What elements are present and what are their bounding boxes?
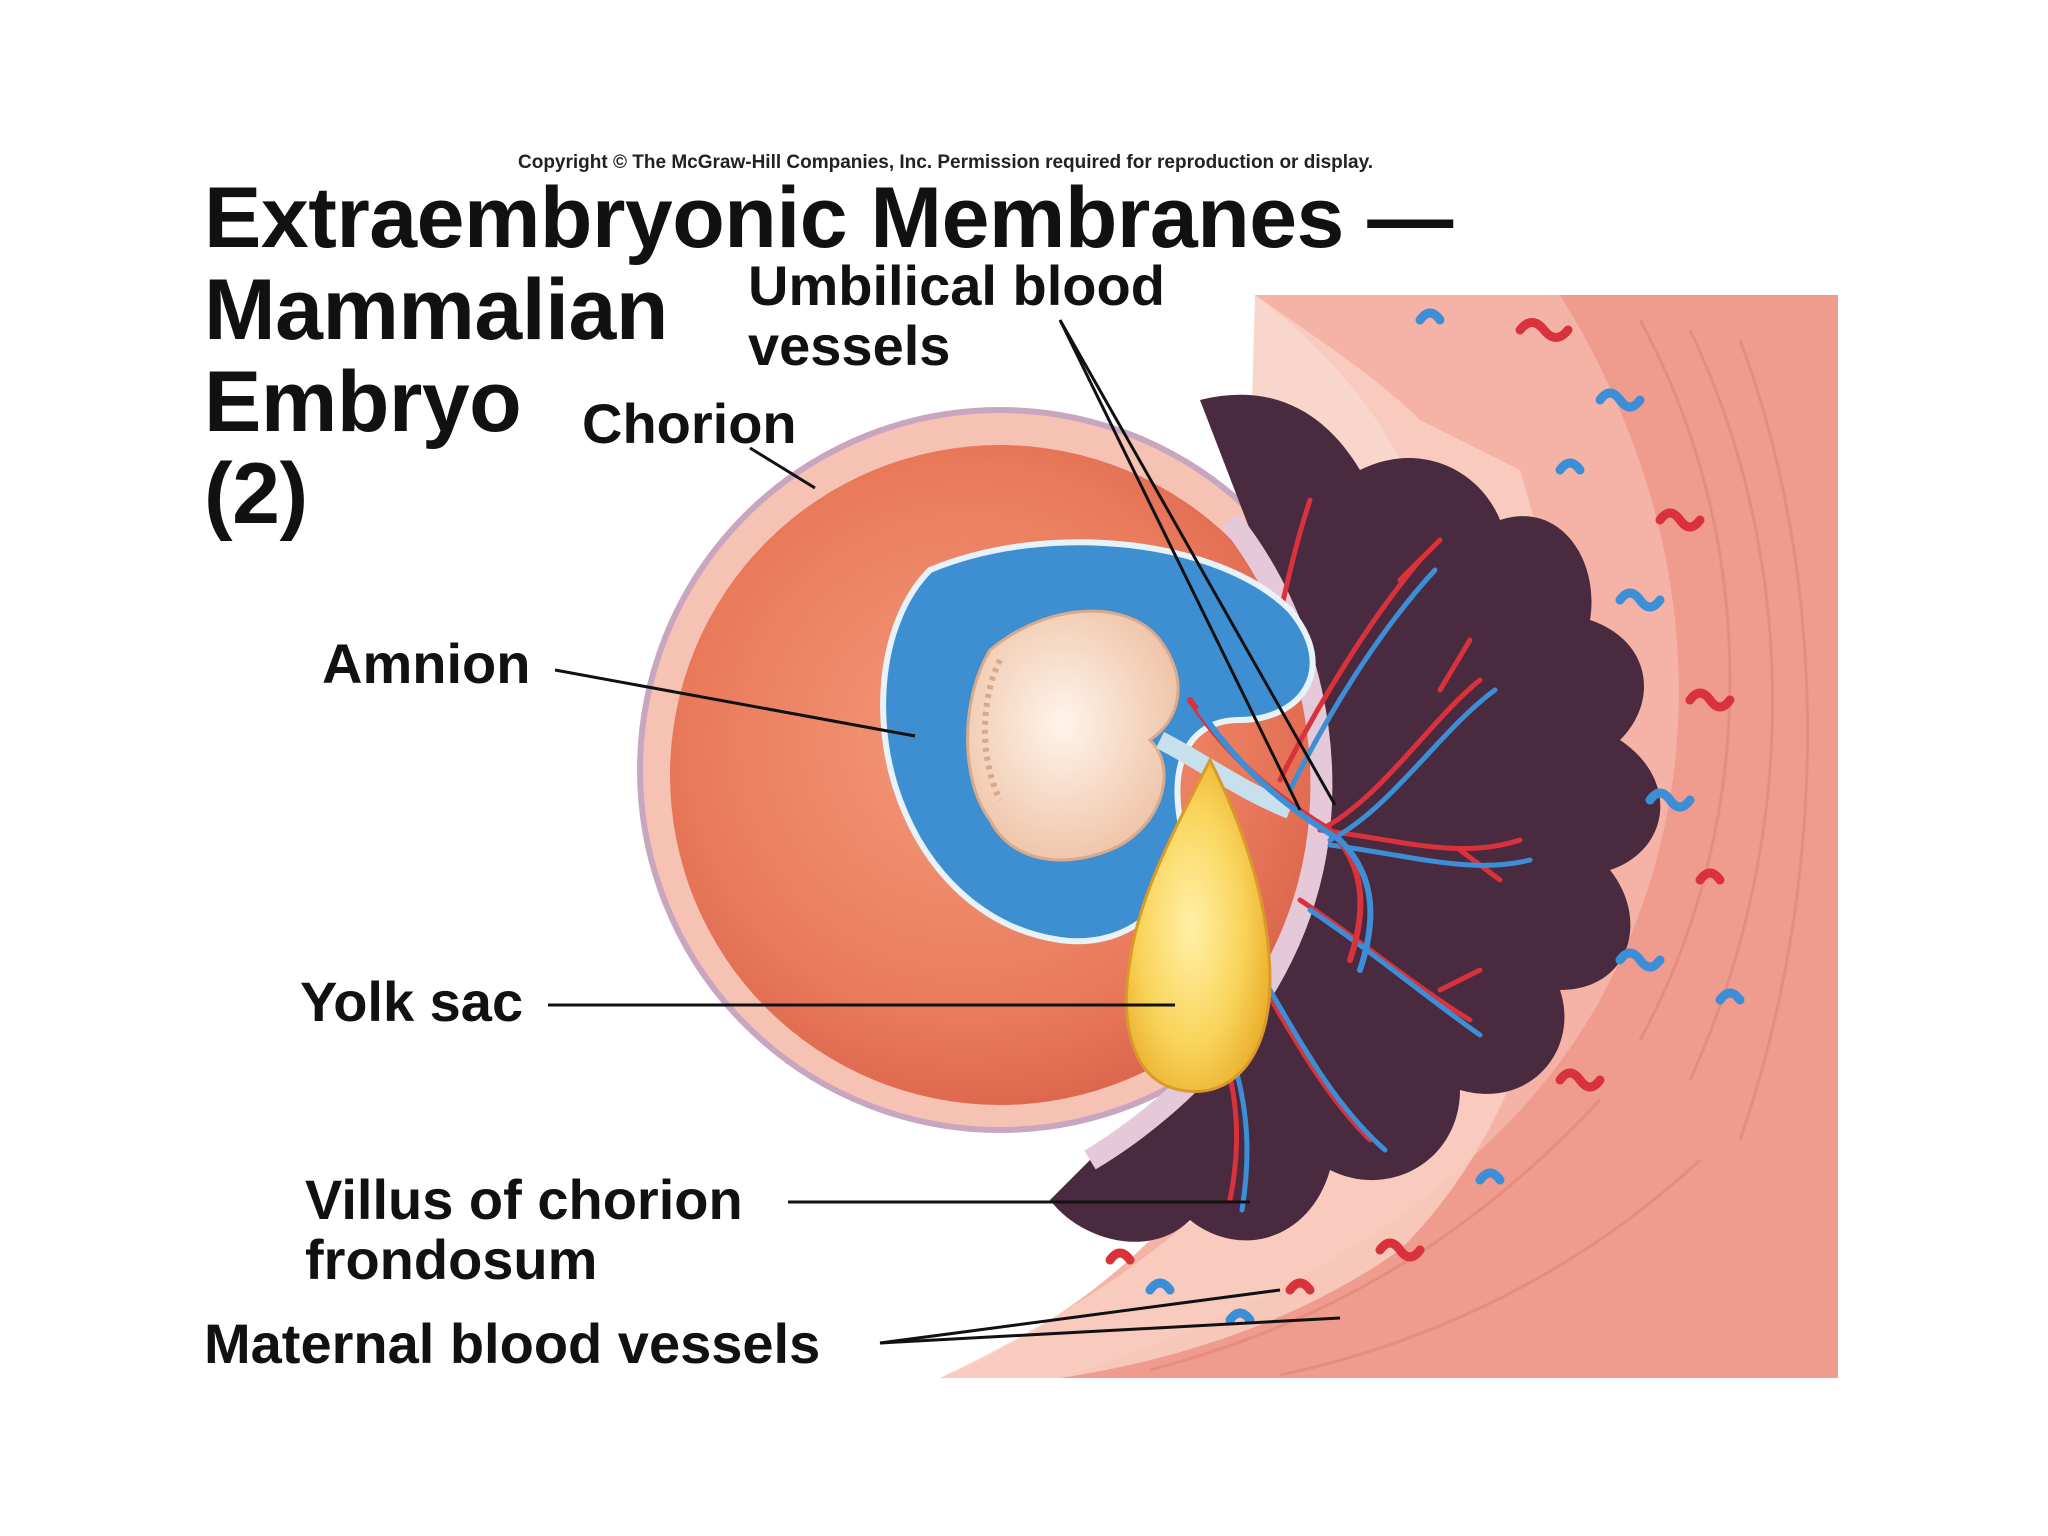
embryo xyxy=(966,609,1180,862)
label-chorion: Chorion xyxy=(582,392,797,455)
label-umbilical-line-1: Umbilical blood xyxy=(748,254,1165,317)
leader-maternal-2 xyxy=(879,1316,1341,1345)
label-yolk-sac: Yolk sac xyxy=(300,970,524,1033)
villus-tissue xyxy=(1050,394,1661,1242)
title-line-2: Mammalian xyxy=(204,262,668,358)
label-amnion: Amnion xyxy=(322,632,531,695)
leader-umbilical-1 xyxy=(1058,319,1302,811)
label-villus-line-2: frondosum xyxy=(305,1228,598,1291)
title-line-3: Embryo xyxy=(204,354,522,450)
villus-vessels xyxy=(1217,497,1533,1213)
leader-umbilical-2 xyxy=(1058,319,1337,806)
label-maternal-blood-vessels: Maternal blood vessels xyxy=(204,1312,821,1375)
title-line-4: (2) xyxy=(204,446,308,542)
label-umbilical-blood-vessels: Umbilical blood vessels xyxy=(748,256,1165,376)
yolk-sac xyxy=(1125,756,1272,1093)
leader-lines xyxy=(548,319,1341,1345)
title-line-1: Extraembryonic Membranes — xyxy=(204,170,1453,266)
label-umbilical-line-2: vessels xyxy=(748,314,951,377)
label-villus-line-1: Villus of chorion xyxy=(305,1168,743,1231)
leader-maternal-1 xyxy=(879,1288,1281,1345)
maternal-vessels xyxy=(1105,308,1745,1325)
leader-chorion xyxy=(749,446,816,490)
uterine-muscle xyxy=(1060,295,1838,1378)
label-villus-of-chorion: Villus of chorion frondosum xyxy=(305,1170,743,1290)
copyright-notice: Copyright © The McGraw-Hill Companies, I… xyxy=(518,152,1374,173)
leader-amnion xyxy=(554,668,916,738)
page-title: Extraembryonic Membranes — Mammalian Emb… xyxy=(204,172,1453,540)
umbilical-vessels xyxy=(1187,697,1374,973)
